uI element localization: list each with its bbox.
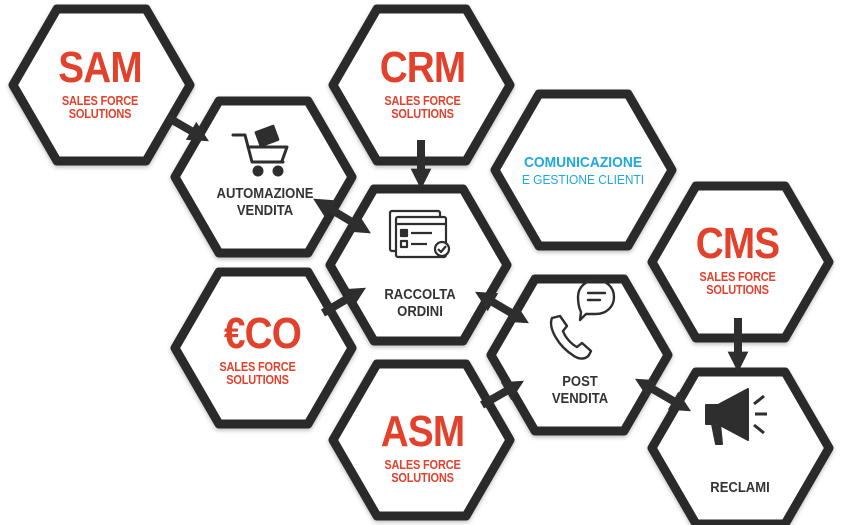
hex-asm-subtitle-2: SOLUTIONS <box>391 471 454 485</box>
arrow-automazione-raccolta <box>313 198 371 234</box>
hex-automazione-line2: VENDITA <box>236 203 294 219</box>
hex-eco-subtitle-1: SALES FORCE <box>219 360 296 374</box>
arrow-raccolta-post <box>475 291 529 324</box>
hex-raccolta-line2: ORDINI <box>397 304 443 320</box>
hex-comunicazione <box>490 89 677 251</box>
megaphone-icon <box>705 388 767 445</box>
hex-sam-title: SAM <box>58 43 142 92</box>
hex-crm-subtitle-2: SOLUTIONS <box>391 107 454 121</box>
hex-asm-title: ASM <box>380 407 465 456</box>
shopping-cart-icon <box>231 124 289 177</box>
hex-asm <box>328 359 515 521</box>
hex-sam-subtitle-1: SALES FORCE <box>61 94 139 108</box>
hex-crm <box>328 4 515 166</box>
hex-crm-subtitle-1: SALES FORCE <box>384 94 461 108</box>
hex-reclami-label: RECLAMI <box>710 480 770 496</box>
hex-comunicazione-line1: COMUNICAZIONE <box>523 154 643 171</box>
hex-eco-subtitle-2: SOLUTIONS <box>226 373 289 387</box>
hex-eco <box>170 267 357 429</box>
hex-post-line1: POST <box>562 374 598 390</box>
arrow-eco-to-raccolta <box>320 287 366 317</box>
hex-cms-subtitle-2: SOLUTIONS <box>706 283 769 297</box>
hex-eco-title: €CO <box>224 309 302 358</box>
hex-raccolta-line1: RACCOLTA <box>384 287 456 303</box>
hex-comunicazione-line2: E GESTIONE CLIENTI <box>521 172 645 187</box>
order-form-icon <box>388 209 451 259</box>
arrow-asm-to-post <box>480 380 525 409</box>
hex-raccolta <box>325 184 512 346</box>
hex-asm-subtitle-1: SALES FORCE <box>384 458 461 472</box>
hex-cms <box>647 181 834 343</box>
hex-post <box>486 274 673 436</box>
hex-cms-title: CMS <box>695 219 780 268</box>
phone-chat-icon <box>549 278 616 360</box>
hex-reclami <box>647 367 834 525</box>
arrow-sam-to-automazione <box>165 113 210 142</box>
hex-automazione-line1: AUTOMAZIONE <box>216 186 314 202</box>
hex-cms-subtitle-1: SALES FORCE <box>699 270 776 284</box>
hex-crm-title: CRM <box>379 43 466 92</box>
hex-sam <box>8 4 195 166</box>
hex-sam-subtitle-2: SOLUTIONS <box>68 107 132 121</box>
hex-automazione <box>170 96 357 258</box>
hex-post-line2: VENDITA <box>551 391 609 407</box>
arrow-post-reclami <box>634 378 692 412</box>
